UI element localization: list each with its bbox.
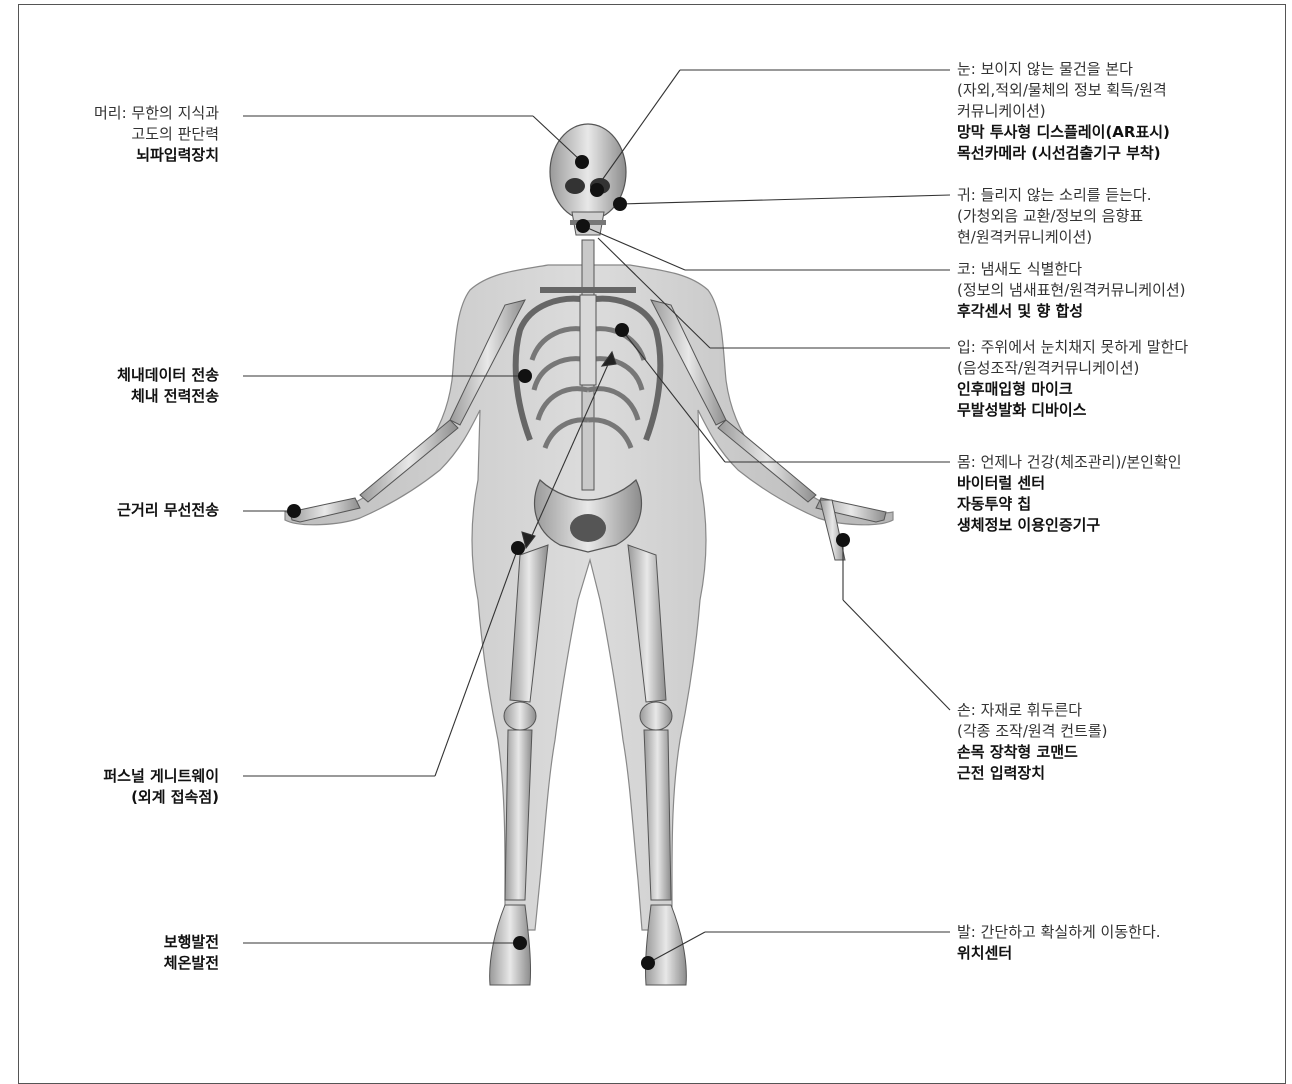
label-mouth: 입: 주위에서 눈치채지 못하게 말한다 (음성조작/원격커뮤니케이션) 인후매… (957, 337, 1188, 421)
label-foot-device-1: 위치센터 (957, 943, 1161, 964)
label-body-device-2: 자동투약 칩 (957, 494, 1182, 515)
label-foot-line-1: 발: 간단하고 확실하게 이동한다. (957, 922, 1161, 943)
label-ear-line-2: (가청외음 교환/정보의 음향표 (957, 206, 1152, 227)
label-foot: 발: 간단하고 확실하게 이동한다. 위치센터 (957, 922, 1161, 964)
label-mouth-line-1: 입: 주위에서 눈치채지 못하게 말한다 (957, 337, 1188, 358)
label-mouth-device-1: 인후매입형 마이크 (957, 379, 1188, 400)
label-walking-line-2: 체온발전 (164, 953, 219, 974)
legs (490, 545, 687, 985)
label-hand-line-1: 손: 자재로 휘두른다 (957, 700, 1108, 721)
label-head: 머리: 무한의 지식과 고도의 판단력 뇌파입력장치 (94, 103, 219, 166)
label-body-data-line-2: 체내 전력전송 (117, 386, 219, 407)
label-eye-device-1: 망막 투사형 디스플레이(AR표시) (957, 122, 1170, 143)
label-eye-device-2: 목선카메라 (시선검출기구 부착) (957, 143, 1170, 164)
label-nose-device-1: 후각센서 및 향 합성 (957, 301, 1186, 322)
label-body: 몸: 언제나 건강(체조관리)/본인확인 바이터럴 센터 자동투약 칩 생체정보… (957, 452, 1182, 536)
label-ear: 귀: 들리지 않는 소리를 듣는다. (가청외음 교환/정보의 음향표 현/원격… (957, 185, 1152, 248)
label-nose: 코: 냄새도 식별한다 (정보의 냄새표현/원격커뮤니케이션) 후각센서 및 향… (957, 259, 1186, 322)
label-body-data: 체내데이터 전송 체내 전력전송 (117, 365, 219, 407)
skull (550, 124, 626, 235)
label-near-wireless: 근거리 무선전송 (117, 500, 219, 521)
label-hand-device-2: 근전 입력장치 (957, 763, 1108, 784)
label-body-line-1: 몸: 언제나 건강(체조관리)/본인확인 (957, 452, 1182, 473)
label-body-device-1: 바이터럴 센터 (957, 473, 1182, 494)
label-eye-line-3: 커뮤니케이션) (957, 101, 1170, 122)
label-eye: 눈: 보이지 않는 물건을 본다 (자외,적외/물체의 정보 획득/원격 커뮤니… (957, 59, 1170, 164)
label-eye-line-2: (자외,적외/물체의 정보 획득/원격 (957, 80, 1170, 101)
label-head-device: 뇌파입력장치 (94, 145, 219, 166)
label-head-line-1: 머리: 무한의 지식과 (94, 103, 219, 124)
label-hand: 손: 자재로 휘두른다 (각종 조작/원격 컨트롤) 손목 장착형 코맨드 근전… (957, 700, 1108, 784)
label-gateway-line-1: 퍼스널 게니트웨이 (103, 766, 219, 787)
label-near-wireless-line-1: 근거리 무선전송 (117, 500, 219, 521)
label-nose-line-1: 코: 냄새도 식별한다 (957, 259, 1186, 280)
label-gateway-line-2: (외계 접속점) (103, 787, 219, 808)
label-ear-line-3: 현/원격커뮤니케이션) (957, 227, 1152, 248)
label-ear-line-1: 귀: 들리지 않는 소리를 듣는다. (957, 185, 1152, 206)
label-body-device-3: 생체정보 이용인증기구 (957, 515, 1182, 536)
label-body-data-line-1: 체내데이터 전송 (117, 365, 219, 386)
label-nose-line-2: (정보의 냄새표현/원격커뮤니케이션) (957, 280, 1186, 301)
label-mouth-device-2: 무발성발화 디바이스 (957, 400, 1188, 421)
label-mouth-line-2: (음성조작/원격커뮤니케이션) (957, 358, 1188, 379)
label-hand-device-1: 손목 장착형 코맨드 (957, 742, 1108, 763)
label-walking: 보행발전 체온발전 (164, 932, 219, 974)
label-hand-line-2: (각종 조작/원격 컨트롤) (957, 721, 1108, 742)
label-eye-line-1: 눈: 보이지 않는 물건을 본다 (957, 59, 1170, 80)
label-walking-line-1: 보행발전 (164, 932, 219, 953)
label-head-line-2: 고도의 판단력 (94, 124, 219, 145)
label-gateway: 퍼스널 게니트웨이 (외계 접속점) (103, 766, 219, 808)
